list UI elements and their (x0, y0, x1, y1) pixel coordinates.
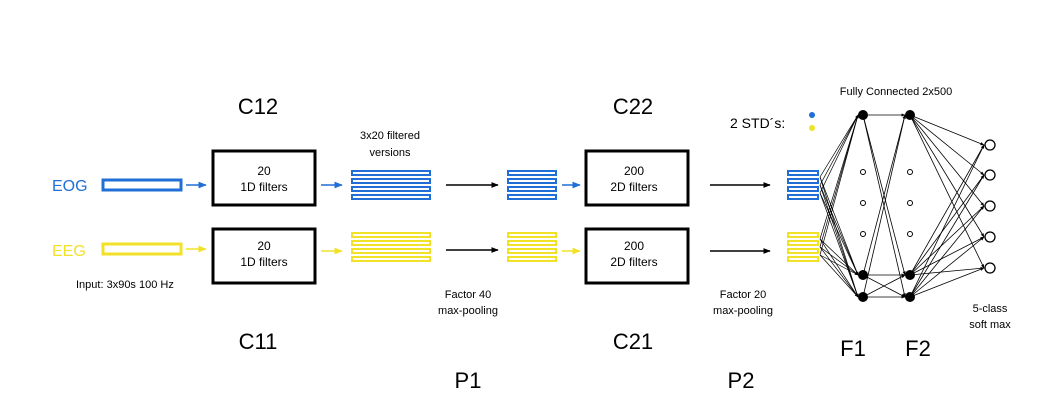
fc-input-edge (819, 254, 859, 276)
eog-filtered-stack (351, 170, 431, 200)
std-dot-eog (809, 112, 815, 118)
softmax-output-node (984, 169, 996, 181)
fc-output-edge (909, 114, 985, 176)
f2-ellipsis-dot (907, 169, 913, 175)
layer-label-c21: C21 (613, 329, 653, 354)
layer-label-f2: F2 (905, 336, 931, 361)
softmax-note-line1: 5-class (973, 303, 1008, 315)
fc-output-edge (909, 114, 985, 207)
eeg-input-bar (101, 242, 183, 256)
fc-input-edge (819, 176, 859, 298)
f1-node (858, 110, 868, 120)
fc-input-edge (819, 184, 859, 298)
softmax-output-node (984, 200, 996, 212)
fc-input-edge (819, 246, 859, 298)
layer-label-p2: P2 (728, 368, 755, 393)
pool1-note-line2: max-pooling (438, 305, 498, 317)
f1-ellipsis-dot (860, 231, 866, 237)
c21-box-line1: 200 (624, 239, 644, 253)
fc-output-edge (909, 114, 985, 238)
fc-output-edge (909, 174, 985, 298)
eeg-filtered-stack (351, 232, 431, 262)
f2-node (905, 270, 915, 280)
layer-label-f1: F1 (840, 336, 866, 361)
fc-input-edge (819, 192, 859, 276)
c22-box (584, 149, 690, 207)
fc-input-edge (819, 238, 859, 276)
softmax-output-node (984, 139, 996, 151)
f1-node (858, 292, 868, 302)
pool1-note-line1: Factor 40 (445, 289, 491, 301)
fc-output-edge (909, 174, 985, 276)
c12-box (211, 149, 317, 207)
input-note: Input: 3x90s 100 Hz (76, 279, 174, 291)
eog-input-bar (101, 178, 183, 192)
f2-ellipsis-dot (907, 200, 913, 206)
fc-output-edge (909, 144, 985, 298)
eeg-label: EEG (52, 243, 86, 260)
c11-box (211, 227, 317, 285)
fc-output-edge (909, 266, 985, 276)
c21-box-line2: 2D filters (610, 255, 657, 269)
filtered-note-line1: 3x20 filtered (360, 130, 420, 142)
f1-ellipsis-dot (860, 200, 866, 206)
fc-input-edge (819, 238, 859, 298)
eeg-final-stack (787, 232, 819, 262)
fc-hidden-edge (862, 274, 906, 298)
eog-label: EOG (52, 178, 88, 195)
fc-input-edge (819, 114, 859, 178)
fc-output-edge (909, 114, 985, 269)
layer-label-c11: C11 (239, 329, 278, 354)
fc-output-edge (909, 205, 985, 298)
eog-final-stack (787, 170, 819, 200)
softmax-note-line2: soft max (969, 319, 1011, 331)
std-label: 2 STD´s: (730, 115, 785, 131)
softmax-output-node (984, 231, 996, 243)
layer-label-p1: P1 (455, 368, 482, 393)
c22-box-line2: 2D filters (610, 180, 657, 194)
f2-node (905, 110, 915, 120)
f1-node (858, 270, 868, 280)
std-dot-eeg (809, 125, 815, 131)
layer-label-c22: C22 (613, 94, 653, 119)
fc-input-edge (819, 254, 859, 298)
fc-input-edge (819, 114, 859, 256)
fc-output-edge (909, 144, 985, 276)
fc-input-edge (819, 192, 859, 298)
fully-connected-label: Fully Connected 2x500 (840, 86, 953, 98)
eeg-pooled-stack (507, 232, 557, 262)
fc-input-edge (819, 114, 859, 186)
fc-input-edge (819, 176, 859, 276)
f2-node (905, 292, 915, 302)
fc-hidden-edge (862, 114, 906, 298)
fc-output-edge (909, 236, 985, 276)
pool2-note-line2: max-pooling (713, 305, 773, 317)
c11-box-line1: 20 (257, 239, 271, 253)
fc-output-edge (909, 114, 985, 146)
fc-input-edge (819, 114, 859, 194)
softmax-output-node (984, 262, 996, 274)
c22-box-line1: 200 (624, 164, 644, 178)
fc-output-edge (909, 236, 985, 298)
layer-label-c12: C12 (238, 94, 278, 119)
c21-box (584, 227, 690, 285)
filtered-note-line2: versions (370, 147, 411, 159)
fc-input-edge (819, 184, 859, 276)
fc-hidden-edge (862, 114, 906, 276)
pool2-note-line1: Factor 20 (720, 289, 766, 301)
fc-output-edge (909, 205, 985, 276)
f1-ellipsis-dot (860, 169, 866, 175)
c12-box-line1: 20 (257, 164, 271, 178)
eog-pooled-stack (507, 170, 557, 200)
fc-input-edge (819, 246, 859, 276)
fc-output-edge (909, 267, 985, 298)
f2-ellipsis-dot (907, 231, 913, 237)
fc-input-edge (819, 114, 859, 240)
c12-box-line2: 1D filters (240, 180, 287, 194)
c11-box-line2: 1D filters (240, 255, 287, 269)
fc-network (819, 110, 996, 302)
